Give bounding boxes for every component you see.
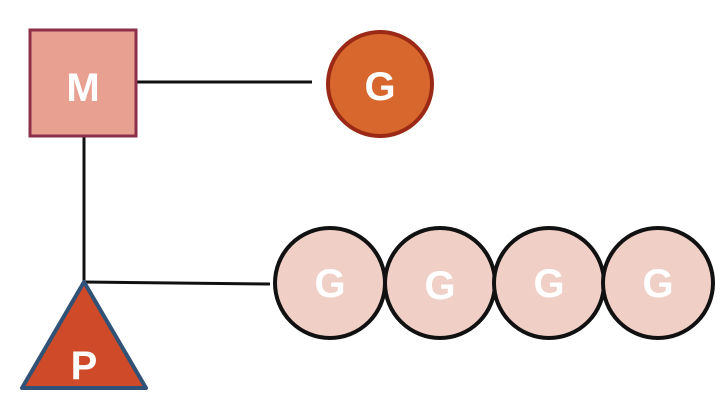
queued-goroutine-label: G bbox=[314, 262, 345, 306]
queued-goroutine-label: G bbox=[642, 262, 673, 306]
queued-goroutine-circle bbox=[601, 226, 715, 340]
queued-goroutine-label: G bbox=[533, 262, 564, 306]
running-goroutine-node: G bbox=[326, 30, 434, 138]
running-goroutine-label: G bbox=[364, 65, 395, 109]
queued-goroutine-node: G bbox=[492, 226, 606, 340]
queued-goroutine-node: G bbox=[273, 226, 387, 340]
queued-goroutine-node: G bbox=[383, 226, 497, 340]
machine-square bbox=[28, 28, 138, 138]
queued-goroutine-label: G bbox=[424, 264, 455, 308]
queued-goroutine-node: G bbox=[601, 226, 715, 340]
p-to-queue-connector bbox=[83, 280, 271, 286]
running-goroutine-circle bbox=[326, 30, 434, 138]
processor-node: P bbox=[20, 280, 148, 390]
machine-node: M bbox=[28, 28, 138, 138]
processor-label: P bbox=[71, 344, 98, 388]
machine-label: M bbox=[66, 66, 99, 110]
run-queue: G G G G bbox=[273, 226, 715, 340]
processor-triangle bbox=[20, 280, 148, 390]
